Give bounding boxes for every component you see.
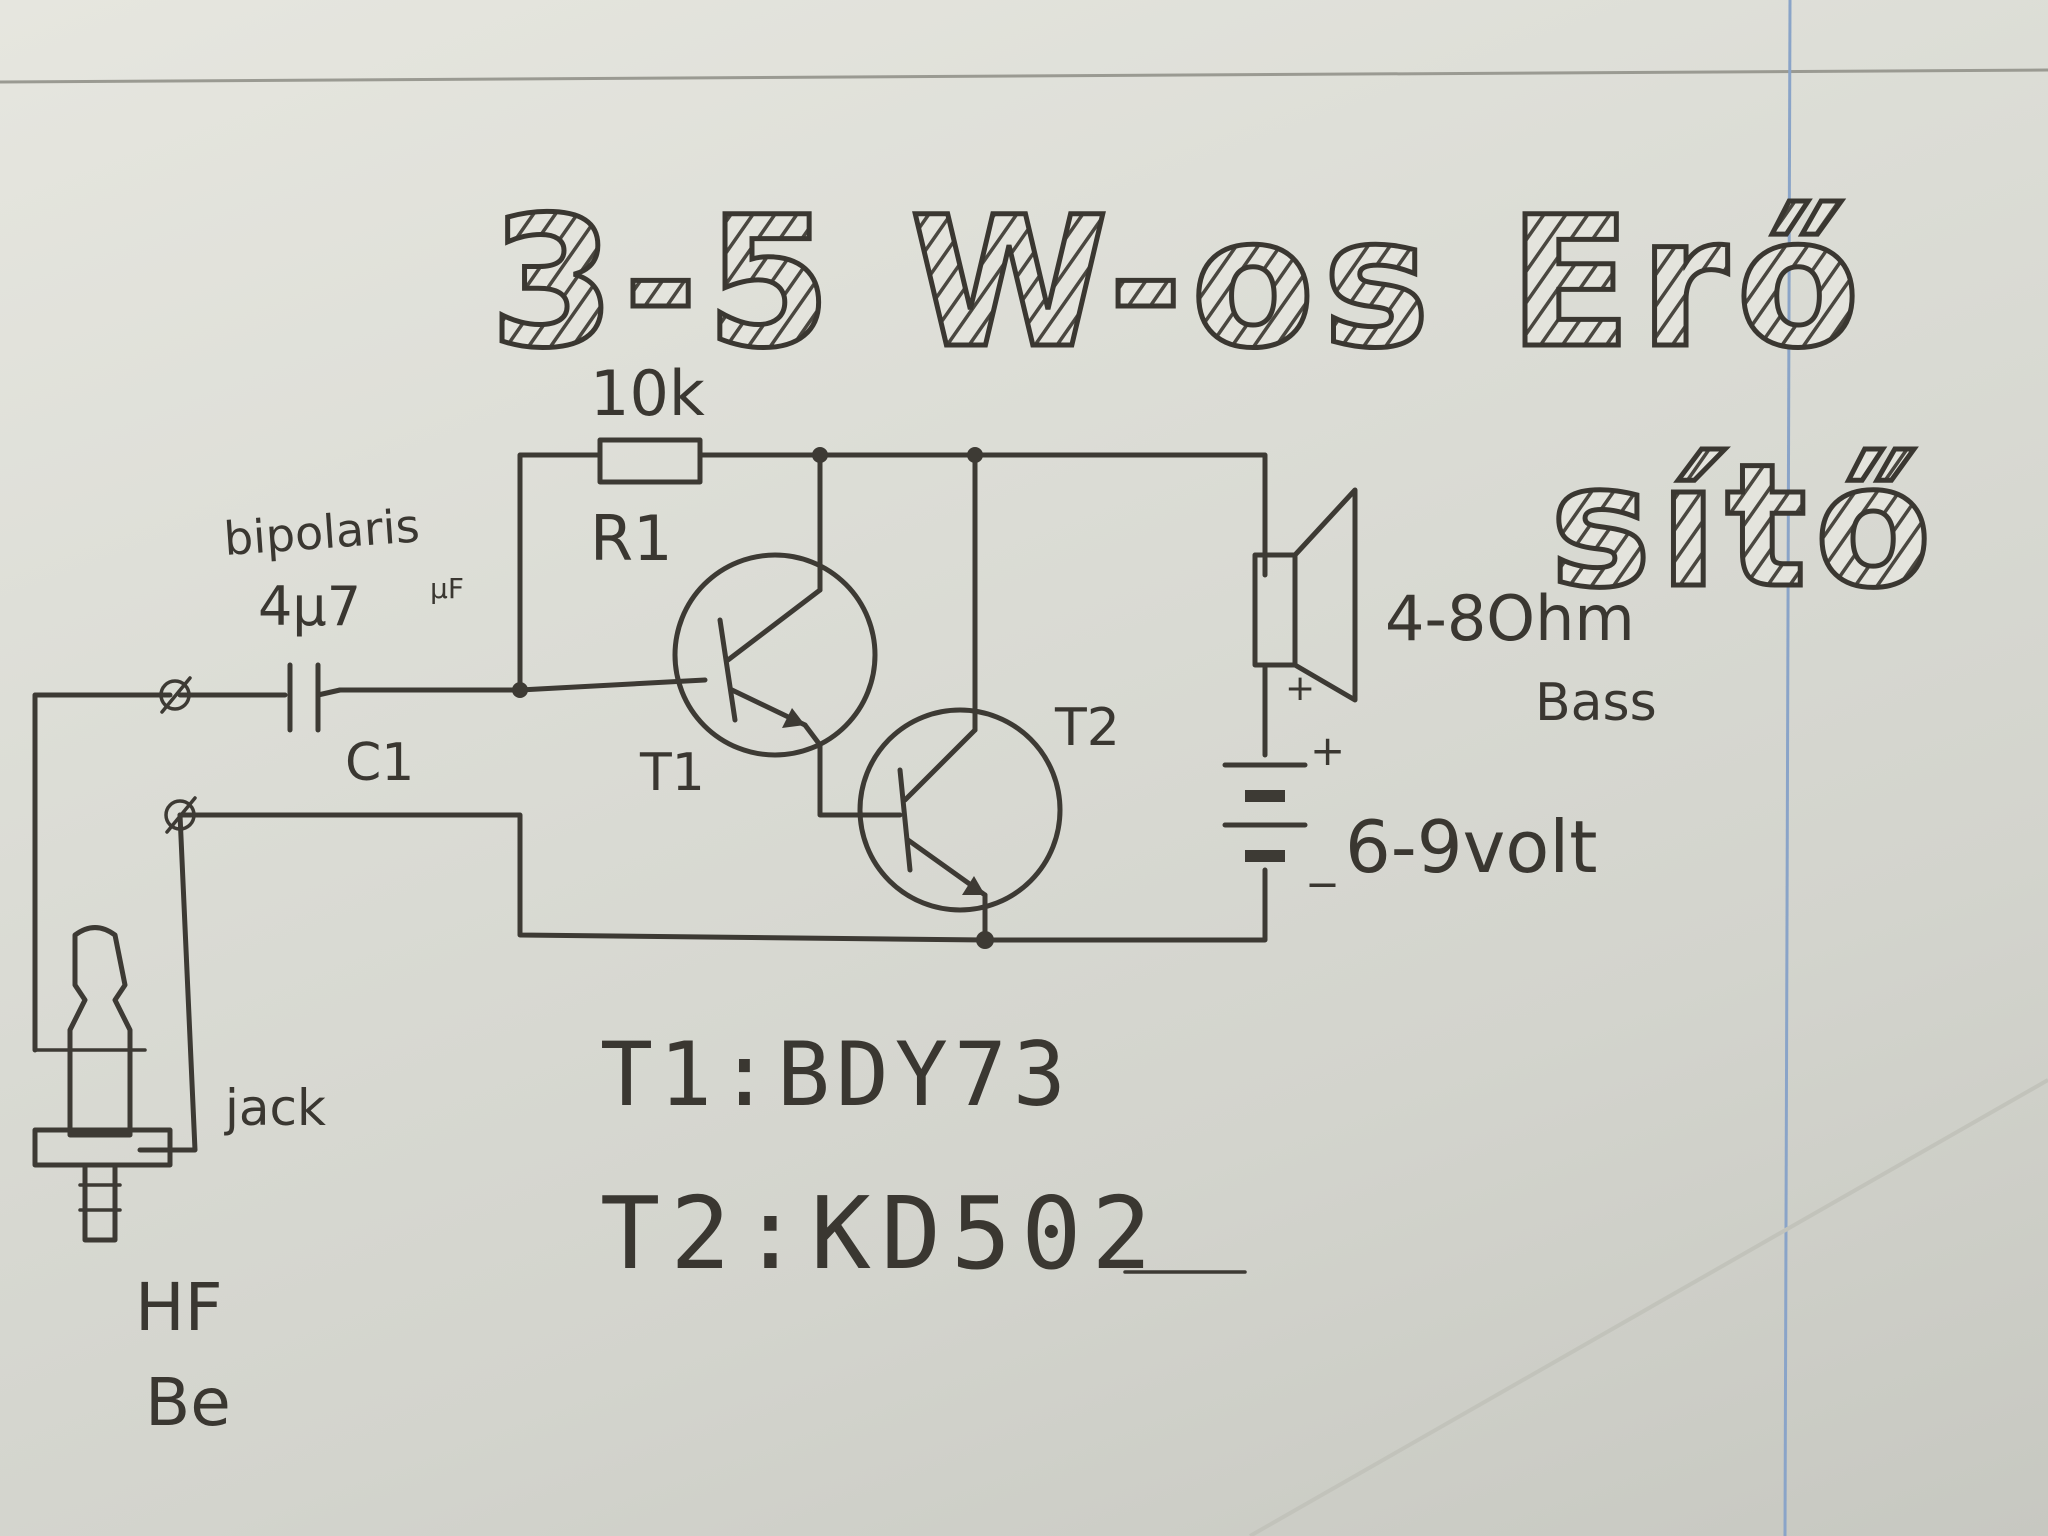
page-top-edge bbox=[0, 68, 2048, 84]
jack-plug bbox=[32, 925, 173, 1243]
parts-list-t1: T1:BDY73 bbox=[600, 1023, 1072, 1126]
speaker-type-label: Bass bbox=[1535, 673, 1657, 733]
speaker bbox=[1252, 487, 1358, 703]
resistor-ref-label: R1 bbox=[590, 502, 673, 575]
margin-line bbox=[1783, 0, 1792, 1536]
circuit-wires bbox=[32, 452, 1268, 1153]
input-terminals bbox=[159, 676, 197, 834]
parts-list-t2: T2:KD502 bbox=[600, 1175, 1162, 1292]
battery-minus-label: _ bbox=[1309, 829, 1336, 887]
jack-label: jack bbox=[224, 1079, 326, 1137]
transistor-t2 bbox=[857, 707, 1063, 913]
title-line-2: sítő bbox=[1550, 428, 1940, 626]
resistor-value-label: 10k bbox=[590, 357, 705, 430]
capacitor-ref-label: C1 bbox=[345, 733, 414, 793]
battery bbox=[1222, 762, 1308, 862]
input-label-hf: HF bbox=[135, 1269, 223, 1346]
capacitor-unit-label: μF bbox=[430, 572, 464, 605]
input-label-be: Be bbox=[145, 1364, 231, 1441]
capacitor-c1 bbox=[287, 662, 343, 733]
speaker-impedance-label: 4-8Ohm bbox=[1385, 582, 1635, 655]
transistor-t2-label: T2 bbox=[1054, 698, 1120, 758]
junction-dots bbox=[512, 447, 994, 949]
title-line-1: 3-5 W-os Erő bbox=[490, 179, 1868, 388]
speaker-plus-label: + bbox=[1285, 668, 1315, 709]
page-fold bbox=[1249, 1078, 2048, 1536]
battery-plus-label: + bbox=[1310, 726, 1345, 775]
battery-voltage-label: 6-9volt bbox=[1345, 805, 1598, 889]
capacitor-type-label: bipolaris bbox=[222, 498, 421, 566]
resistor-r1 bbox=[597, 437, 703, 485]
capacitor-value-label: 4μ7 bbox=[258, 575, 361, 638]
transistor-t1 bbox=[672, 552, 878, 758]
transistor-t1-label: T1 bbox=[639, 743, 705, 803]
